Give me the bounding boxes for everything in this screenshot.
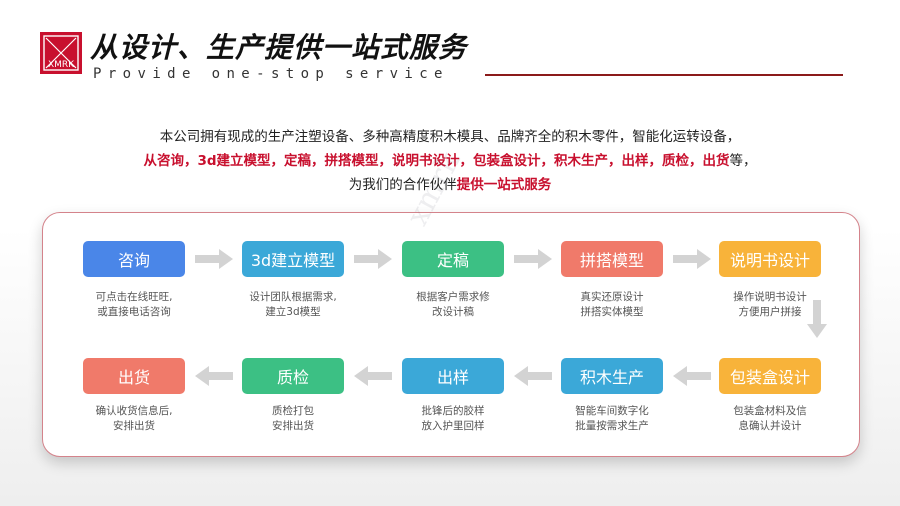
step-desc-line: 或直接电话咨询 (97, 306, 171, 318)
step-desc-line: 质检打包 (272, 405, 314, 417)
page-title: 从设计、生产提供一站式服务 (90, 31, 468, 64)
step-10-button: 出货 (83, 358, 185, 394)
arrow-right-icon (354, 248, 392, 270)
step-4-button: 拼搭模型 (561, 241, 663, 277)
intro-line-3-plain: 为我们的合作伙伴 (348, 177, 457, 193)
arrow-left-icon (673, 365, 711, 387)
step-desc-line: 根据客户需求修 (416, 291, 490, 303)
step-1-description: 可点击在线旺旺, 或直接电话咨询 (64, 290, 204, 320)
page-subtitle: Provide one-stop service (93, 66, 449, 82)
step-desc-line: 方便用户拼接 (738, 306, 802, 318)
title-divider (485, 74, 843, 76)
intro-services-list: 从咨询，3d建立模型，定稿，拼搭模型，说明书设计，包装盒设计，积木生产，出样，质… (143, 153, 730, 169)
intro-line-2: 从咨询，3d建立模型，定稿，拼搭模型，说明书设计，包装盒设计，积木生产，出样，质… (0, 149, 900, 169)
step-6-description: 包装盒材料及信息确认并设计 (700, 404, 840, 434)
arrow-left-icon (354, 365, 392, 387)
arrow-left-icon (514, 365, 552, 387)
step-5-description: 操作说明书设计方便用户拼接 (700, 290, 840, 320)
step-9-description: 质检打包安排出货 (223, 404, 363, 434)
step-desc-line: 操作说明书设计 (733, 291, 807, 303)
brand-logo: XMRK (40, 32, 82, 74)
step-6-button: 包装盒设计 (719, 358, 821, 394)
arrow-right-icon (514, 248, 552, 270)
step-8-description: 批锋后的胶样放入护里回样 (383, 404, 523, 434)
step-desc-line: 真实还原设计 (580, 291, 644, 303)
step-desc-line: 确认收货信息后, (95, 405, 173, 417)
step-7-description: 智能车间数字化批量按需求生产 (542, 404, 682, 434)
step-10-description: 确认收货信息后, 安排出货 (64, 404, 204, 434)
step-desc-line: 安排出货 (272, 420, 314, 432)
step-desc-line: 可点击在线旺旺, (95, 291, 173, 303)
logo-mark-icon: XMRK (43, 35, 79, 71)
step-desc-line: 批锋后的胶样 (421, 405, 485, 417)
step-desc-line: 放入护里回样 (421, 420, 485, 432)
step-7-button: 积木生产 (561, 358, 663, 394)
step-desc-line: 改设计稿 (432, 306, 474, 318)
intro-one-stop: 提供一站式服务 (456, 177, 552, 193)
intro-line-1: 本公司拥有现成的生产注塑设备、多种高精度积木模具、品牌齐全的积木零件，智能化运转… (159, 129, 741, 145)
step-3-description: 根据客户需求修改设计稿 (383, 290, 523, 320)
step-desc-line: 拼搭实体模型 (580, 306, 644, 318)
step-desc-line: 设计团队根据需求, (249, 291, 337, 303)
step-5-button: 说明书设计 (719, 241, 821, 277)
intro-line-2-tail: 等， (729, 153, 757, 169)
step-9-button: 质检 (242, 358, 344, 394)
step-desc-line: 包装盒材料及信 (733, 405, 807, 417)
arrow-down-icon (806, 300, 828, 338)
step-desc-line: 批量按需求生产 (575, 420, 649, 432)
step-1-button: 咨询 (83, 241, 185, 277)
step-desc-line: 息确认并设计 (738, 420, 802, 432)
arrow-left-icon (195, 365, 233, 387)
arrow-right-icon (195, 248, 233, 270)
intro-line-3: 为我们的合作伙伴提供一站式服务 (0, 173, 900, 193)
step-desc-line: 安排出货 (113, 420, 155, 432)
step-4-description: 真实还原设计拼搭实体模型 (542, 290, 682, 320)
step-2-description: 设计团队根据需求, 建立3d模型 (223, 290, 363, 320)
arrow-right-icon (673, 248, 711, 270)
step-8-button: 出样 (402, 358, 504, 394)
step-2-button: 3d建立模型 (242, 241, 344, 277)
step-desc-line: 智能车间数字化 (575, 405, 649, 417)
svg-text:XMRK: XMRK (48, 60, 75, 70)
step-desc-line: 建立3d模型 (265, 306, 321, 318)
step-3-button: 定稿 (402, 241, 504, 277)
